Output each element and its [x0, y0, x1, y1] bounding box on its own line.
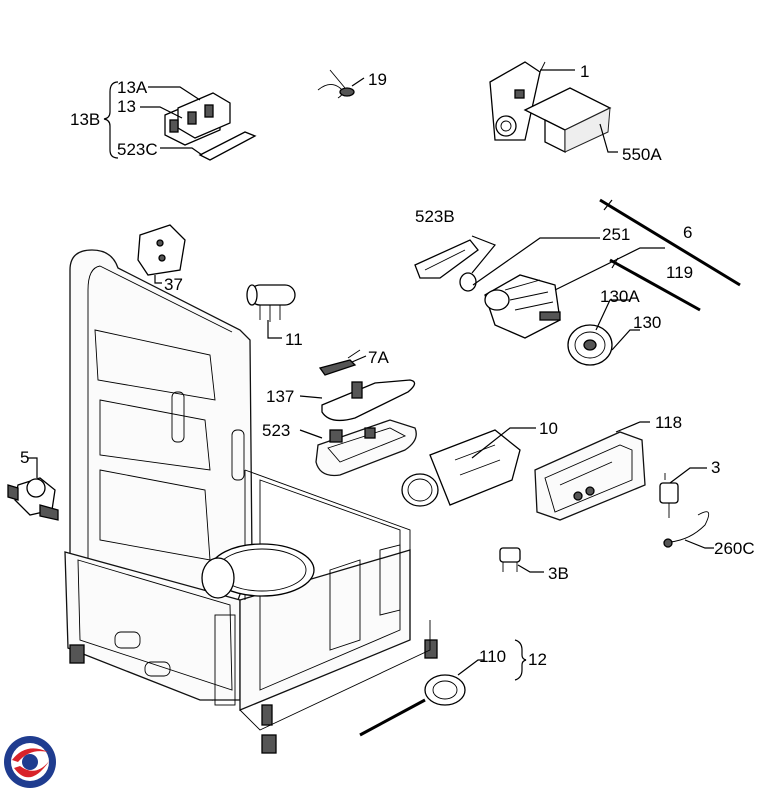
callout-19: 19	[368, 70, 387, 89]
brand-logo-icon	[4, 736, 56, 788]
part-37	[137, 224, 186, 276]
callout-13: 13	[117, 97, 136, 116]
callout-130: 130	[633, 313, 661, 332]
callout-labels: 1 550A 19 13A 13 13B 523C 523B 251 6 119…	[20, 62, 755, 669]
callout-1: 1	[580, 62, 589, 81]
callout-12: 12	[528, 650, 547, 669]
part-capacitor	[246, 284, 296, 322]
callout-13b: 13B	[70, 110, 100, 129]
part-motor	[459, 272, 561, 339]
callout-7a: 7A	[368, 348, 389, 367]
callout-6: 6	[683, 223, 692, 242]
part-118	[534, 431, 646, 521]
part-523-housing	[315, 419, 417, 477]
part-valve	[7, 477, 59, 521]
callout-11: 11	[285, 330, 303, 349]
callout-118: 118	[655, 413, 682, 432]
callout-130a: 130A	[600, 287, 640, 306]
callout-119: 119	[666, 263, 693, 282]
part-switch-block	[164, 92, 257, 161]
callout-523c: 523C	[117, 140, 158, 159]
callout-523: 523	[262, 421, 290, 440]
callout-251: 251	[602, 225, 630, 244]
callout-3b: 3B	[548, 564, 569, 583]
callout-13a: 13A	[117, 78, 148, 97]
callout-523b: 523B	[415, 207, 455, 226]
callout-260c: 260C	[714, 539, 755, 558]
part-sensor	[659, 473, 710, 548]
part-3b	[499, 547, 521, 572]
part-19	[317, 69, 355, 99]
callout-110: 110	[479, 647, 506, 666]
callout-3: 3	[711, 458, 720, 477]
cabinet-frame	[64, 249, 438, 754]
callout-137: 137	[266, 387, 294, 406]
part-137	[321, 379, 416, 422]
part-pump-130	[567, 324, 613, 366]
part-pressure-switch	[359, 674, 466, 737]
callout-5: 5	[20, 448, 29, 467]
part-bracket-523b	[414, 239, 479, 279]
part-controller	[489, 61, 546, 141]
part-box-550a	[523, 87, 612, 154]
part-7a	[318, 349, 361, 376]
part-heater	[401, 429, 521, 507]
callout-37: 37	[164, 275, 183, 294]
callout-10: 10	[539, 419, 558, 438]
callout-550a: 550A	[622, 145, 662, 164]
